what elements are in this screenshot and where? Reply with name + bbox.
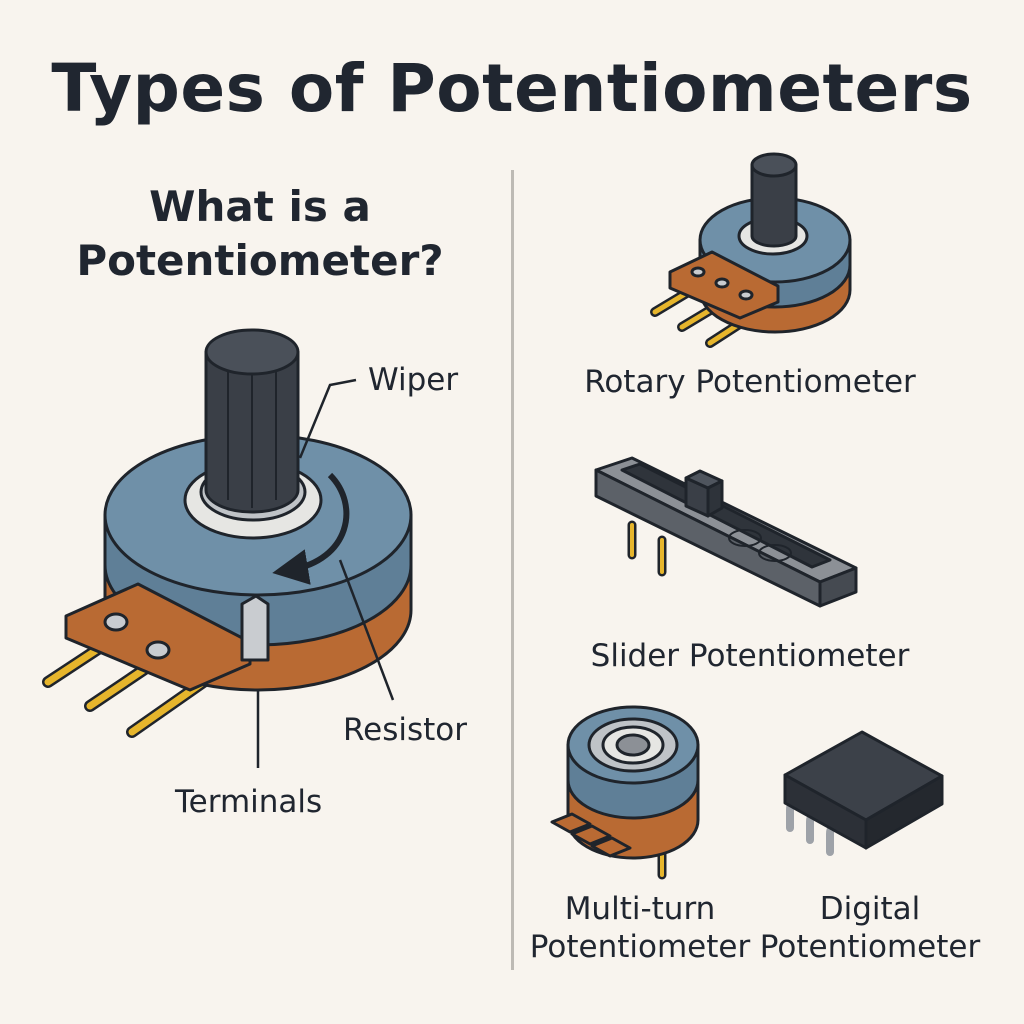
slider-potentiometer-illustration <box>594 456 858 608</box>
multi-turn-potentiometer-label: Multi-turn Potentiometer <box>522 890 758 966</box>
digital-potentiometer-label: Digital Potentiometer <box>752 890 988 966</box>
main-potentiometer-illustration <box>42 328 413 738</box>
terminals-label: Terminals <box>175 784 323 820</box>
wiper-label: Wiper <box>368 362 459 398</box>
section-heading-line2: Potentiometer? <box>76 236 444 285</box>
multi-turn-label-line2: Potentiometer <box>529 929 751 965</box>
terminal-plate <box>64 582 252 692</box>
resistor-label: Resistor <box>343 712 467 748</box>
section-heading: What is a Potentiometer? <box>50 180 470 288</box>
multi-turn-label-line1: Multi-turn <box>564 891 716 927</box>
digital-label-line1: Digital <box>819 891 921 927</box>
digital-potentiometer-illustration <box>783 730 944 856</box>
rotary-potentiometer-label: Rotary Potentiometer <box>584 364 916 400</box>
panel-divider <box>511 170 514 970</box>
slider-potentiometer-label: Slider Potentiometer <box>590 638 910 674</box>
rotation-arrow <box>272 472 350 585</box>
section-heading-line1: What is a <box>149 182 371 231</box>
resistor-leader <box>338 559 395 701</box>
digital-label-line2: Potentiometer <box>759 929 981 965</box>
multi-turn-potentiometer-illustration <box>550 705 700 880</box>
wiper-tab <box>240 594 270 662</box>
page-title: Types of Potentiometers <box>51 50 973 127</box>
rotary-potentiometer-illustration <box>650 152 852 348</box>
wiper-leader <box>298 378 357 459</box>
